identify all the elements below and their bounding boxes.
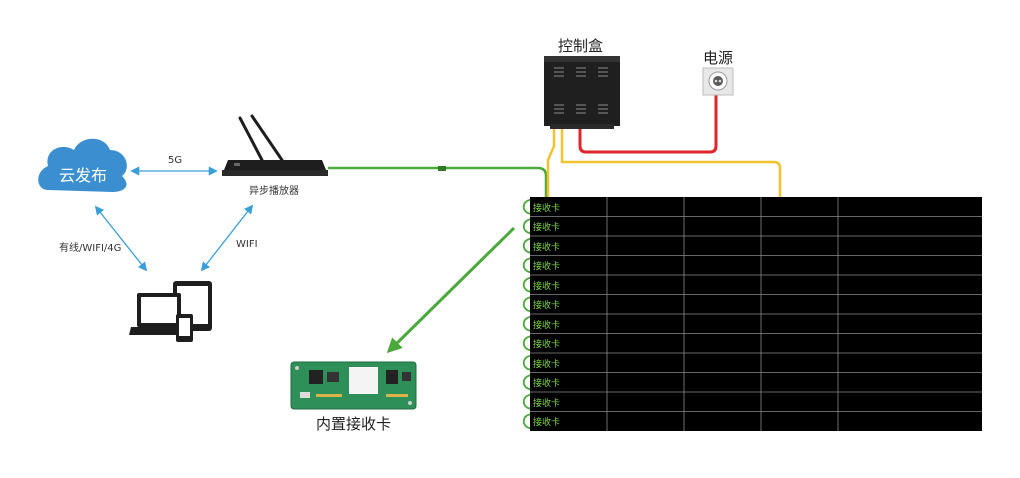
cloud-icon bbox=[38, 138, 127, 192]
link-label-5g: 5G bbox=[168, 155, 183, 166]
control-box-label: 控制盒 bbox=[558, 37, 604, 55]
control-box-icon bbox=[544, 56, 620, 129]
green-cable bbox=[328, 166, 548, 204]
devices-icon bbox=[129, 281, 212, 342]
cable-coil bbox=[522, 374, 533, 391]
receiver-card-row-label: 接收卡 bbox=[533, 340, 561, 351]
cable-coil bbox=[522, 335, 533, 352]
yellow-cable-2 bbox=[560, 128, 782, 198]
receiver-card-row-label: 接收卡 bbox=[533, 398, 561, 409]
receiver-card-label: 内置接收卡 bbox=[316, 415, 392, 433]
player-label: 异步播放器 bbox=[249, 186, 299, 197]
cable-coil bbox=[522, 218, 533, 235]
power-label: 电源 bbox=[703, 49, 734, 67]
cable-coil bbox=[522, 276, 533, 293]
receiver-card-row-label: 接收卡 bbox=[533, 203, 561, 214]
led-screen bbox=[530, 197, 982, 431]
receiver-card-row-label: 接收卡 bbox=[533, 418, 561, 429]
receiver-card-row-label: 接收卡 bbox=[533, 379, 561, 390]
cable-coil bbox=[522, 315, 533, 332]
cable-coil bbox=[522, 296, 533, 313]
receiver-card-icon bbox=[290, 361, 417, 410]
arrow-cloud-devices bbox=[94, 205, 148, 272]
arrow-to-receiver bbox=[386, 226, 516, 354]
receiver-card-row-label: 接收卡 bbox=[533, 223, 561, 234]
arrow-player-devices bbox=[200, 204, 254, 272]
cable-coil bbox=[522, 354, 533, 371]
receiver-card-row-label: 接收卡 bbox=[533, 281, 561, 292]
cable-coil bbox=[522, 393, 533, 410]
yellow-cable-1 bbox=[546, 128, 556, 200]
cable-coil bbox=[522, 198, 533, 215]
cable-coil bbox=[522, 237, 533, 254]
cloud-label: 云发布 bbox=[59, 166, 108, 185]
receiver-card-row-label: 接收卡 bbox=[533, 320, 561, 331]
receiver-card-row-label: 接收卡 bbox=[533, 359, 561, 370]
receiver-card-row-label: 接收卡 bbox=[533, 301, 561, 312]
link-label-wired: 有线/WIFI/4G bbox=[59, 243, 122, 254]
cable-coil bbox=[522, 413, 533, 430]
cable-coils bbox=[522, 198, 533, 430]
receiver-card-row-label: 接收卡 bbox=[533, 242, 561, 253]
receiver-card-row-label: 接收卡 bbox=[533, 262, 561, 273]
link-label-wifi: WIFI bbox=[236, 239, 258, 250]
power-socket-icon bbox=[702, 67, 734, 96]
player-icon bbox=[222, 114, 328, 176]
red-cable bbox=[578, 90, 718, 154]
cable-coil bbox=[522, 257, 533, 274]
